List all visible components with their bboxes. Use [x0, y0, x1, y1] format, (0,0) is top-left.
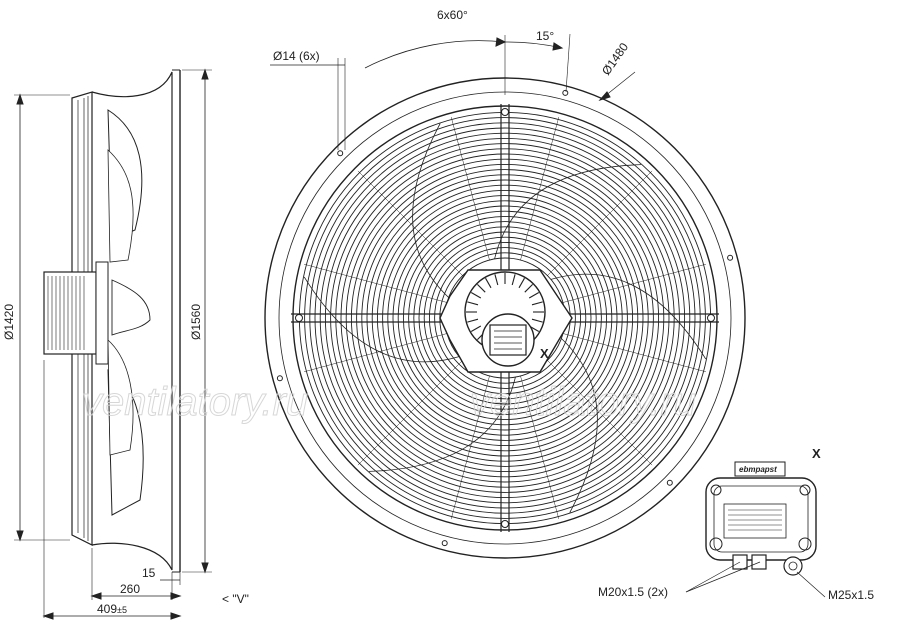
- blade-edge: [412, 123, 449, 298]
- guard-wire-ring: [340, 153, 670, 483]
- hole-diameter-label: Ø14 (6x): [273, 49, 320, 63]
- guard-wire-ring: [366, 179, 644, 457]
- view-v-label: < "V": [222, 592, 249, 606]
- angle-offset-label: 15°: [536, 29, 554, 43]
- rotor-fin: [518, 277, 525, 289]
- spoke-bolt: [501, 108, 509, 116]
- guard-wire-ring: [330, 143, 680, 493]
- mounting-hole: [727, 254, 734, 261]
- cable-gland-m20-b: [751, 554, 767, 570]
- brand-logo-text: ebmpapst: [739, 465, 777, 474]
- blade-edge: [550, 273, 707, 360]
- angle-total-label: 6x60°: [437, 8, 468, 22]
- cable-gland-m25: [783, 556, 803, 576]
- guard-wire-ring: [345, 158, 665, 478]
- outer-diameter-label: Ø1480: [599, 40, 631, 78]
- dimension-height-label: Ø1420: [2, 304, 16, 340]
- dimension-flange-label: Ø1560: [189, 304, 203, 340]
- watermark-text-2: ventilatory.ru: [470, 380, 696, 424]
- guard-wire-ring: [350, 163, 660, 473]
- guard-radial-wire: [304, 333, 448, 373]
- spoke-bolt: [501, 520, 509, 528]
- front-view: [264, 33, 746, 559]
- guard-wire-ring: [408, 221, 602, 415]
- guard-wire-ring: [361, 174, 649, 462]
- rotor-fin: [470, 325, 482, 332]
- rotor-fin: [494, 274, 499, 286]
- mounting-hole: [276, 375, 283, 382]
- guard-wire-ring: [387, 200, 623, 436]
- guard-wire-ring: [304, 117, 706, 519]
- guard-wire-ring: [434, 247, 576, 389]
- dimension-15-label: 15: [142, 566, 156, 580]
- guard-wire-ring: [314, 127, 696, 509]
- guard-wire-ring: [335, 148, 675, 488]
- guard-radial-wire: [357, 170, 463, 276]
- rotor-fin: [531, 301, 543, 306]
- guard-wire-ring: [402, 215, 608, 421]
- guard-wire-ring: [397, 210, 613, 426]
- detail-x-title: X: [812, 446, 821, 461]
- blade-edge: [561, 338, 598, 513]
- rotor-fin: [467, 301, 479, 306]
- rotor-fin: [528, 292, 540, 299]
- guard-wire-ring: [371, 184, 639, 452]
- mounting-hole: [441, 540, 448, 547]
- rotor-fin: [467, 318, 479, 323]
- guard-wire-ring: [428, 241, 582, 395]
- guard-radial-wire: [520, 375, 560, 519]
- rotor-fin: [531, 318, 543, 323]
- guard-wire-ring: [382, 195, 628, 441]
- guard-radial-wire: [357, 360, 463, 466]
- detail-x-marker: X: [540, 346, 549, 361]
- guard-radial-wire: [547, 360, 653, 466]
- detail-x-view: [685, 461, 826, 598]
- guard-radial-wire: [562, 333, 706, 373]
- guard-wire-ring: [319, 132, 691, 504]
- guard-radial-wire: [520, 117, 560, 261]
- guard-wire-ring: [418, 231, 592, 405]
- rotor-fin: [511, 274, 516, 286]
- dimension-260-label: 260: [120, 582, 140, 596]
- guard-wire-ring: [356, 169, 654, 467]
- terminal-box-detail: [705, 477, 817, 561]
- guard-radial-wire: [450, 117, 490, 261]
- rotor-fin: [470, 292, 482, 299]
- guard-wire-ring: [309, 122, 701, 514]
- dimension-409-label: 409±5: [97, 602, 127, 616]
- brand-plate: [734, 461, 786, 477]
- dimension-409-tolerance: ±5: [117, 605, 127, 615]
- rotor-fin: [524, 284, 533, 293]
- mounting-hole: [337, 150, 344, 157]
- cable-gland-m20-label: M20x1.5 (2x): [598, 585, 668, 599]
- spoke-bolt: [295, 314, 303, 322]
- mounting-hole: [562, 89, 569, 96]
- terminal-box: [489, 324, 527, 356]
- guard-radial-wire: [562, 263, 706, 303]
- spoke-bolt: [707, 314, 715, 322]
- mounting-holes: [276, 89, 734, 547]
- watermark-text: ventilatory.ru: [82, 380, 308, 424]
- rotor-fin: [485, 277, 492, 289]
- cable-gland-m25-label: M25x1.5: [828, 588, 874, 602]
- rotor-fin: [477, 284, 486, 293]
- side-view: [14, 68, 212, 620]
- guard-radial-wire: [304, 263, 448, 303]
- guard-radial-wire: [547, 170, 653, 276]
- guard-wire-ring: [324, 137, 686, 499]
- guard-spokes: [291, 104, 719, 532]
- mounting-hole: [666, 479, 673, 486]
- dimension-409-value: 409: [97, 602, 117, 616]
- guard-wire-ring: [423, 236, 587, 400]
- guard-radial-wire: [450, 375, 490, 519]
- blade-edge: [303, 276, 460, 363]
- guard-wire-ring: [376, 189, 634, 447]
- guard-wire-ring: [392, 205, 618, 431]
- guard-wire-ring: [413, 226, 597, 410]
